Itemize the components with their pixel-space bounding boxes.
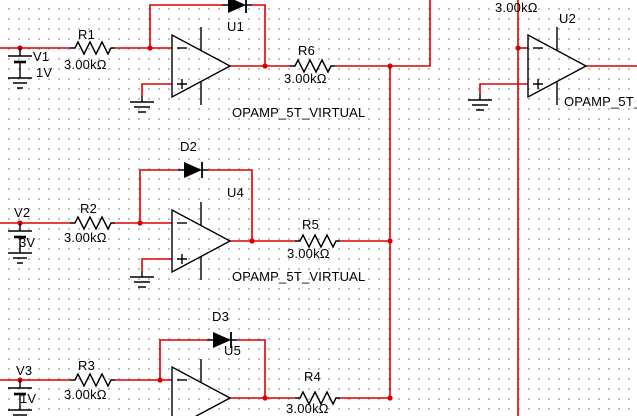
wire-stage1-feedback[interactable] (149, 4, 266, 66)
resistor-r6[interactable] (290, 58, 335, 74)
label-r2-ref[interactable]: R2 (80, 201, 98, 216)
wire-junction (157, 377, 163, 383)
voltage-source-v1[interactable] (8, 48, 32, 89)
wire-junction (262, 63, 268, 69)
wire-stage1-ground[interactable] (141, 83, 172, 96)
wire-junction (147, 45, 153, 51)
label-r6-value[interactable]: 3.00kΩ (284, 71, 327, 86)
wire-junction (262, 395, 268, 401)
wire-junction (387, 63, 393, 69)
label-d3-ref[interactable]: D3 (212, 309, 230, 324)
label-u2-model[interactable]: OPAMP_5T_VIRTUAL (564, 94, 637, 109)
opamp-u1[interactable] (171, 27, 232, 105)
resistor-r3[interactable] (70, 372, 115, 388)
label-u2-ref[interactable]: U2 (559, 11, 577, 26)
label-r6-ref[interactable]: R6 (298, 43, 316, 58)
ground-icon (8, 72, 32, 89)
resistor-r4[interactable] (295, 390, 340, 406)
ground-symbol-u2[interactable] (468, 94, 492, 111)
plus-input-icon (177, 79, 187, 89)
ground-symbol-u1[interactable] (130, 96, 154, 113)
label-r2-value[interactable]: 3.00kΩ (64, 230, 107, 245)
label-v2-value[interactable]: 3V (19, 235, 36, 250)
wire-junctions (17, 45, 521, 401)
voltage-source-v2[interactable] (8, 223, 32, 264)
voltage-source-v3[interactable] (8, 380, 32, 416)
wire-junction (387, 238, 393, 244)
label-r5-ref[interactable]: R5 (302, 217, 320, 232)
label-r3-value[interactable]: 3.00kΩ (64, 387, 107, 402)
label-u4-ref[interactable]: U4 (227, 185, 245, 200)
plus-input-icon (533, 79, 543, 89)
ground-icon (8, 404, 32, 416)
label-r1-value[interactable]: 3.00kΩ (64, 57, 107, 72)
resistor-r5[interactable] (295, 233, 340, 249)
label-v1-value[interactable]: 1V (36, 65, 53, 80)
opamp-u2[interactable] (527, 27, 588, 105)
label-u1-model[interactable]: OPAMP_5T_VIRTUAL (232, 105, 366, 120)
label-d2-ref[interactable]: D2 (180, 139, 198, 154)
ground-icon (8, 247, 32, 264)
wire-stage2-ground[interactable] (141, 258, 172, 271)
label-v1-ref[interactable]: V1 (33, 49, 50, 64)
label-u5-ref[interactable]: U5 (224, 343, 242, 358)
resistor-r1[interactable] (70, 40, 115, 56)
label-r7-value[interactable]: 3.00kΩ (495, 0, 538, 15)
diode-d3[interactable] (207, 332, 237, 348)
label-r4-ref[interactable]: R4 (304, 369, 322, 384)
label-r4-value[interactable]: 3.00kΩ (286, 401, 329, 416)
wire-junction (249, 238, 255, 244)
wire-u2-noninverting-input[interactable] (479, 83, 528, 94)
label-v2-ref[interactable]: V2 (14, 205, 31, 220)
plus-input-icon (177, 254, 187, 264)
wire-junction (387, 395, 393, 401)
resistor-r2[interactable] (70, 215, 115, 231)
wire-stage1-output[interactable] (230, 0, 431, 67)
label-u4-model[interactable]: OPAMP_5T_VIRTUAL (232, 269, 366, 284)
opamp-u5[interactable] (171, 359, 232, 416)
label-r3-ref[interactable]: R3 (78, 358, 96, 373)
opamp-u4[interactable] (171, 202, 232, 280)
wire-stage2-feedback[interactable] (139, 169, 253, 241)
label-u1-ref[interactable]: U1 (227, 19, 245, 34)
ground-symbol-u4[interactable] (130, 271, 154, 288)
wire-stage3-feedback[interactable] (159, 339, 266, 398)
label-v3-ref[interactable]: V3 (16, 363, 33, 378)
wire-junction (515, 45, 521, 51)
label-v3-value[interactable]: 1V (20, 391, 37, 406)
label-r1-ref[interactable]: R1 (78, 27, 96, 42)
diode-d2[interactable] (178, 162, 208, 178)
wire-junction (137, 220, 143, 226)
diode-d1[interactable] (222, 0, 252, 13)
label-r5-value[interactable]: 3.00kΩ (287, 246, 330, 261)
